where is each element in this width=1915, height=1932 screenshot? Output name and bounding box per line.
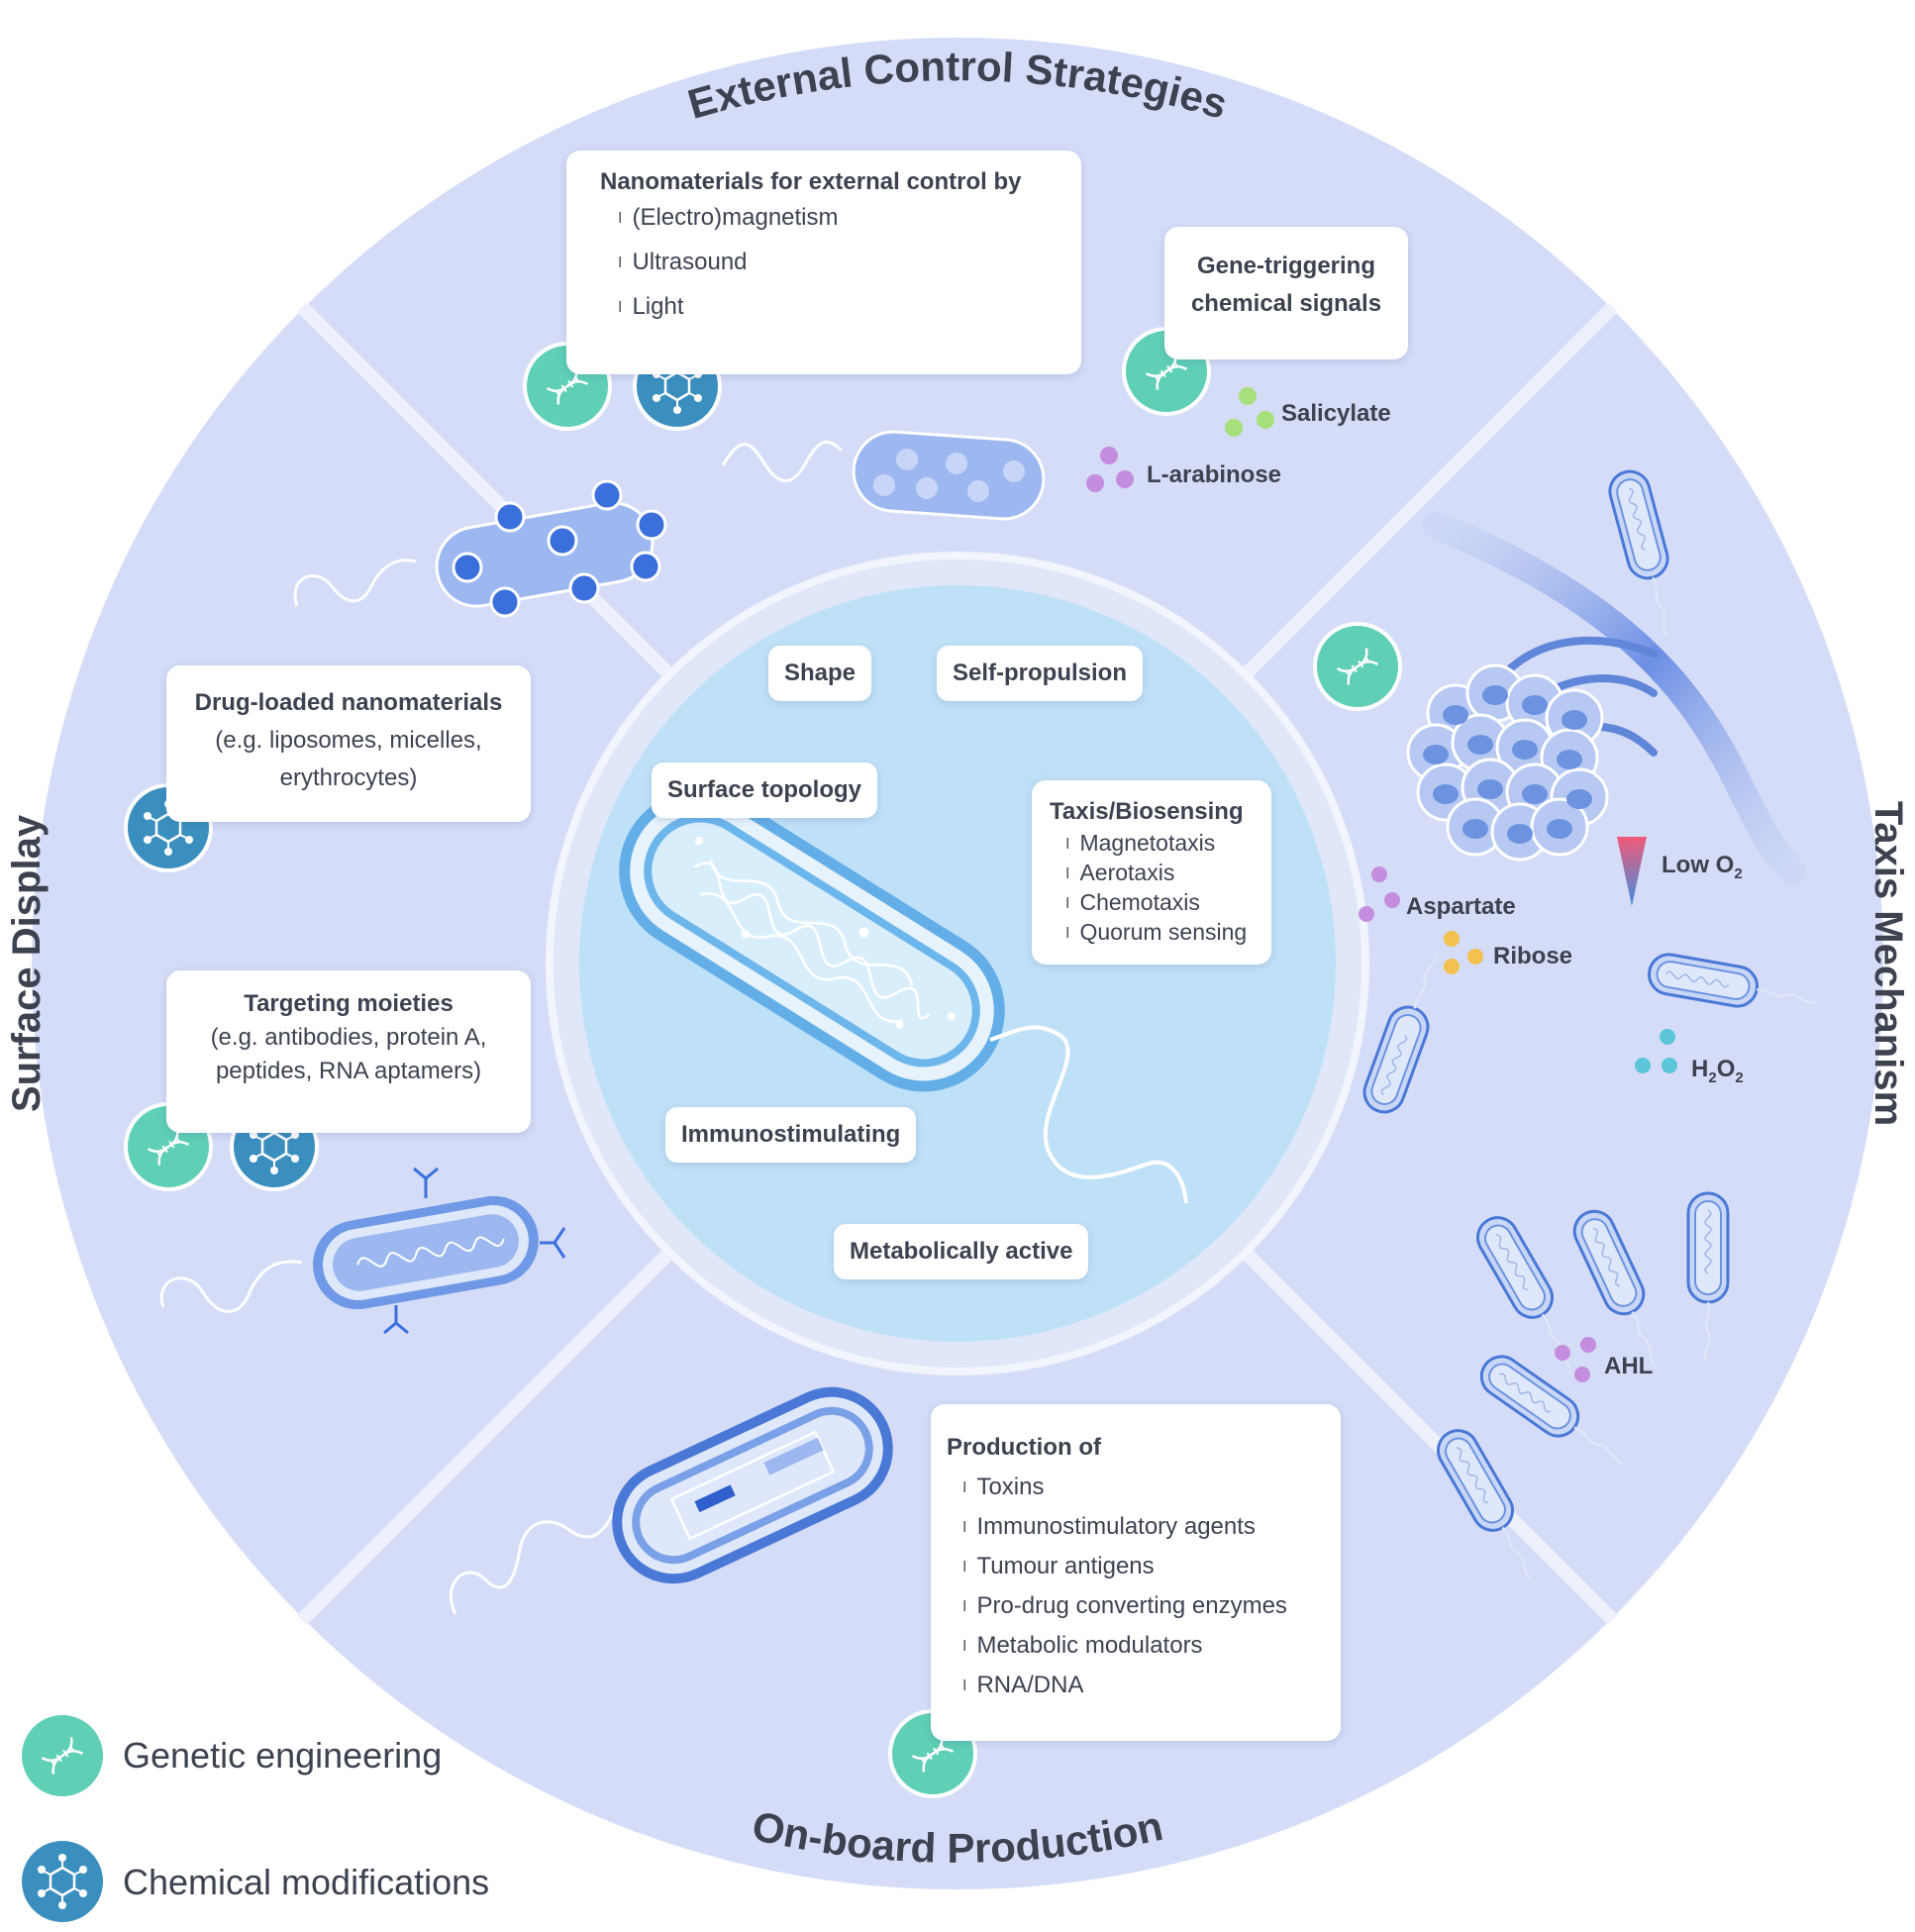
nanomaterials-title: Nanomaterials for external control by (600, 168, 1022, 195)
shape-label: Shape (768, 646, 872, 701)
targeting-card: Targeting moieties (e.g. antibodies, pro… (166, 970, 531, 1133)
list-item: Toxins (962, 1475, 1287, 1499)
drug-loaded-subtitle-2: erythrocytes) (279, 764, 418, 791)
list-item: Aerotaxis (1065, 862, 1247, 884)
section-title-left: Surface Display (5, 814, 49, 1112)
nanomaterials-card: Nanomaterials for external control by (E… (566, 151, 1081, 374)
taxis-biosensing-list: Magnetotaxis Aerotaxis Chemotaxis Quorum… (1065, 832, 1247, 944)
metabolically-active-label: Metabolically active (834, 1224, 1089, 1279)
oxygen-gradient-icon (1617, 837, 1647, 906)
gene-triggering-title-2: chemical signals (1190, 290, 1382, 317)
list-item: Pro-drug converting enzymes (962, 1594, 1286, 1618)
list-item: Metabolic modulators (962, 1634, 1287, 1658)
list-item: Tumour antigens (962, 1555, 1287, 1578)
list-item: Quorum sensing (1065, 921, 1247, 944)
list-item: Immunostimulatory agents (962, 1515, 1287, 1539)
ahl-label: AHL (1604, 1353, 1654, 1379)
blood-vessel (1422, 511, 1806, 885)
gene-triggering-title-1: Gene-triggering (1196, 253, 1375, 279)
list-item: Chemotaxis (1065, 891, 1247, 914)
self-propulsion-label: Self-propulsion (937, 646, 1143, 701)
salicylate-molecules (1225, 387, 1274, 437)
drug-loaded-subtitle-1: (e.g. liposomes, micelles, (215, 727, 482, 754)
gene-triggering-card: Gene-triggering chemical signals (1164, 227, 1408, 359)
arabinose-label: L-arabinose (1147, 461, 1282, 488)
aspartate-label: Aspartate (1406, 893, 1516, 920)
legend-genetic-label: Genetic engineering (123, 1735, 443, 1776)
legend-chemical-icon (18, 1837, 107, 1926)
list-item: Magnetotaxis (1065, 832, 1247, 855)
drug-loaded-title: Drug-loaded nanomaterials (194, 689, 503, 716)
taxis-biosensing-title: Taxis/Biosensing (1050, 798, 1244, 825)
salicylate-label: Salicylate (1281, 400, 1391, 427)
legend-chemical-label: Chemical modifications (123, 1862, 490, 1902)
nanomaterials-list: (Electro)magnetism Ultrasound Light (618, 206, 839, 319)
ribose-molecules (1444, 931, 1483, 974)
list-item: Ultrasound (618, 251, 839, 274)
production-list: Toxins Immunostimulatory agents Tumour a… (962, 1475, 1287, 1697)
genetic-engineering-icon (1313, 622, 1402, 711)
targeting-title: Targeting moieties (244, 990, 454, 1017)
ribose-label: Ribose (1493, 943, 1573, 969)
section-title-right: Taxis Mechanism (1866, 801, 1910, 1126)
targeted-bacterium-illustration (159, 1167, 566, 1335)
list-item: RNA/DNA (962, 1674, 1287, 1697)
h2o2-label: H2O2 (1691, 1056, 1744, 1086)
tumour-cluster (1406, 663, 1609, 862)
taxis-biosensing-card: Taxis/Biosensing Magnetotaxis Aerotaxis … (1032, 780, 1271, 965)
central-flagellum (989, 1025, 1188, 1204)
low-o2-label: Low O2 (1662, 852, 1743, 882)
drug-loaded-card: Drug-loaded nanomaterials (e.g. liposome… (166, 665, 531, 822)
control-bacterium-illustration (721, 430, 1046, 521)
h2o2-molecules (1635, 1029, 1677, 1073)
section-dividers (297, 302, 1618, 1625)
production-bacterium-illustration (449, 1386, 893, 1615)
ahl-molecules (1555, 1337, 1596, 1382)
list-item: Light (618, 295, 839, 319)
targeting-subtitle-1: (e.g. antibodies, protein A, (210, 1024, 487, 1051)
surface-topology-label: Surface topology (652, 763, 878, 818)
aspartate-molecules (1359, 866, 1400, 922)
drug-loaded-bacterium-illustration (293, 479, 667, 618)
legend-genetic-icon (18, 1711, 107, 1800)
list-item: (Electro)magnetism (618, 206, 838, 230)
targeting-subtitle-2: peptides, RNA aptamers) (215, 1058, 482, 1084)
central-bacterium-illustration (619, 789, 1005, 1092)
low-o2-subscript: 2 (1734, 864, 1743, 882)
immunostimulating-label: Immunostimulating (665, 1107, 917, 1163)
production-card: Production of Toxins Immunostimulatory a… (931, 1404, 1341, 1741)
arabinose-molecules (1086, 447, 1134, 492)
production-title: Production of (947, 1434, 1101, 1461)
